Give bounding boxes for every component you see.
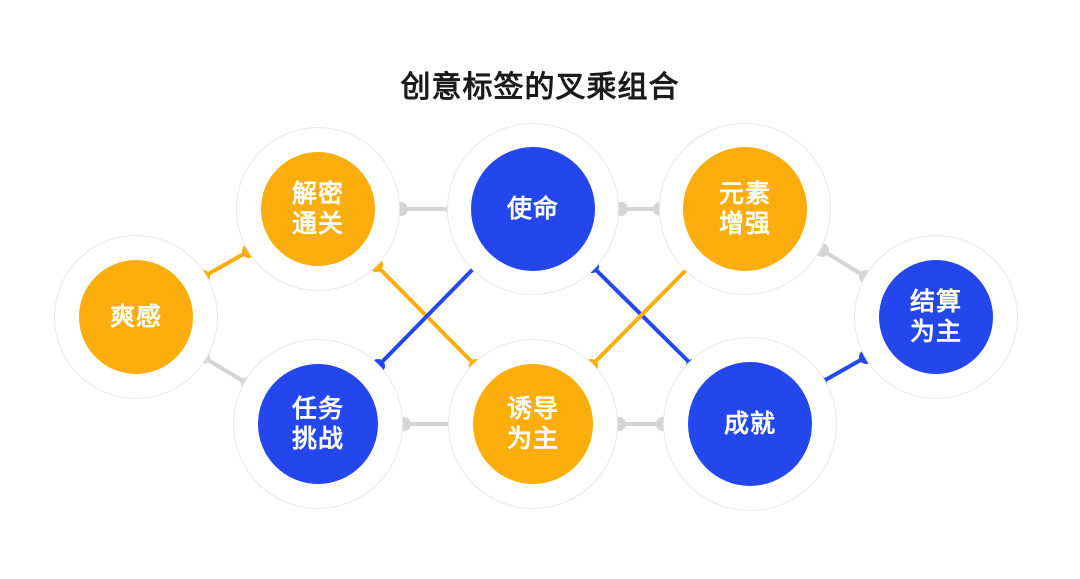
node-jiemi-tongguan[interactable]: 解密 通关 — [261, 152, 375, 266]
connector-line — [818, 355, 868, 385]
node-shuanggan[interactable]: 爽感 — [79, 260, 193, 374]
node-yuansu-zengqiang[interactable]: 元素 增强 — [683, 147, 807, 271]
node-label-jiesuan-weizhu: 结算 为主 — [909, 287, 962, 347]
connector-youdao-weizhu-to-chengjiu — [612, 417, 670, 431]
connector-line — [589, 264, 692, 368]
node-shiming[interactable]: 使命 — [471, 147, 595, 271]
node-chengjiu[interactable]: 成就 — [688, 362, 812, 486]
node-label-jiemi-tongguan: 解密 通关 — [291, 179, 344, 239]
connector-line — [201, 355, 250, 386]
node-youdao-weizhu[interactable]: 诱导 为主 — [473, 364, 593, 484]
node-label-chengjiu: 成就 — [723, 409, 776, 438]
connector-line — [376, 263, 479, 368]
node-label-renwu-tiaozhan: 任务 挑战 — [291, 394, 344, 454]
node-label-shuanggan: 爽感 — [109, 302, 162, 331]
node-label-youdao-weizhu: 诱导 为主 — [506, 394, 559, 454]
node-jiesuan-weizhu[interactable]: 结算 为主 — [879, 260, 993, 374]
node-label-yuansu-zengqiang: 元素 增强 — [718, 179, 771, 239]
page-title: 创意标签的叉乘组合 — [400, 71, 680, 104]
node-label-shiming: 使命 — [506, 194, 559, 223]
node-renwu-tiaozhan[interactable]: 任务 挑战 — [258, 364, 378, 484]
connector-line — [201, 249, 251, 279]
connector-line — [820, 248, 868, 279]
